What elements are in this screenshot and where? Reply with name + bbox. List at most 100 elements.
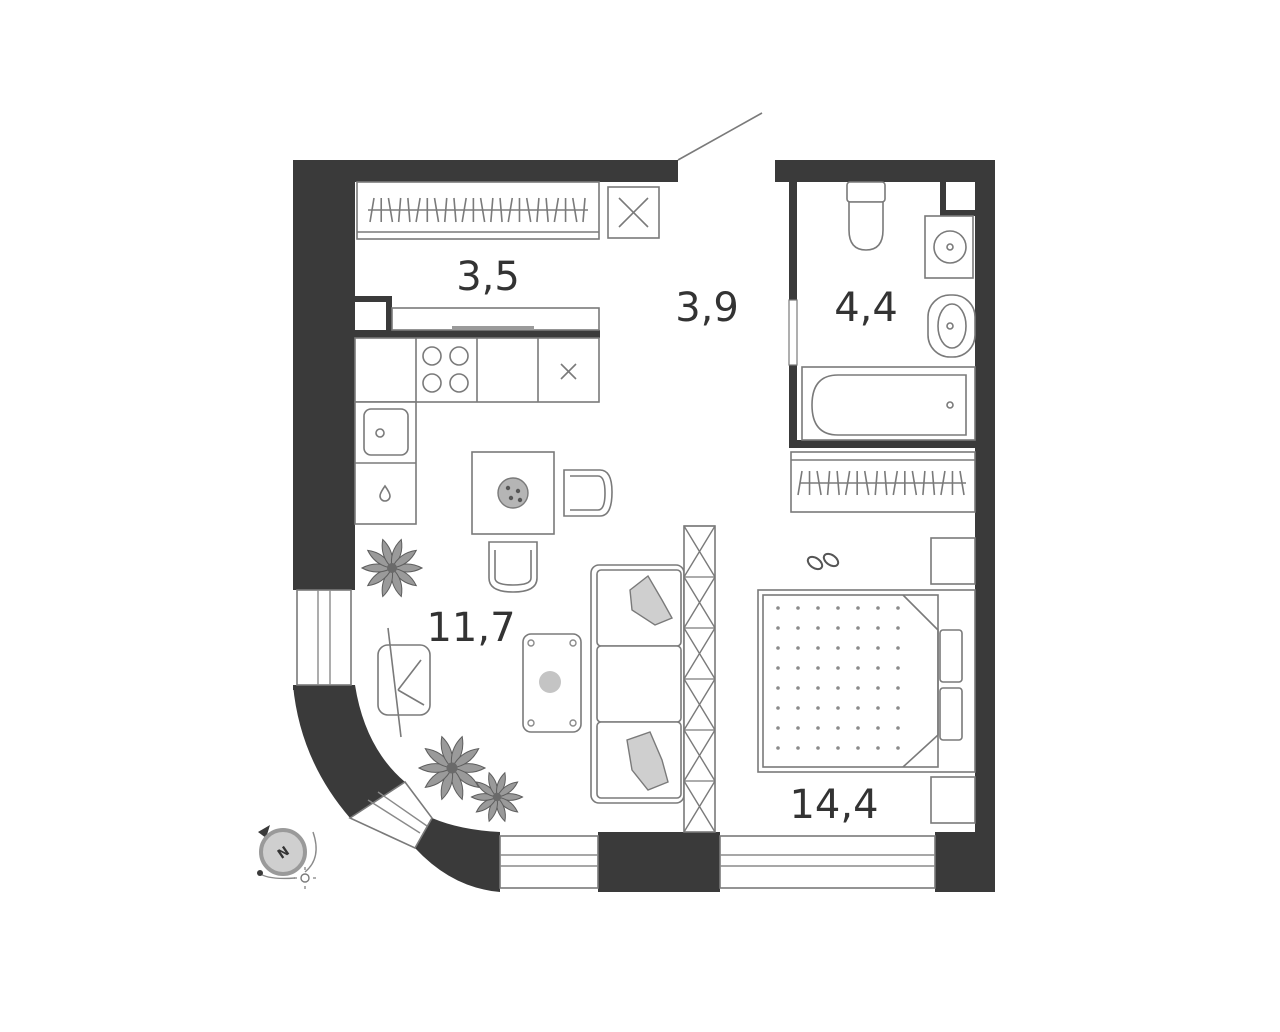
chair	[488, 541, 538, 593]
interior-walls	[355, 178, 975, 448]
leaf-icon	[451, 747, 480, 769]
area-label-kitchen-living: 11,7	[426, 605, 515, 651]
bathtub	[801, 366, 976, 441]
leaf-icon	[496, 781, 519, 798]
hanger-icon	[499, 197, 503, 223]
wall-top-left	[293, 160, 678, 182]
wall-shaft-bottom	[940, 210, 975, 216]
leaf-icon	[391, 549, 418, 569]
hanger-icon	[874, 470, 879, 496]
chair	[563, 469, 613, 517]
shelf-edge	[452, 326, 534, 330]
pillow	[939, 629, 963, 683]
cushion	[626, 731, 669, 791]
hanger-icon	[443, 197, 448, 223]
hanger-icon	[844, 470, 851, 496]
hanger-icon	[892, 470, 899, 496]
hanger-icon	[863, 470, 870, 496]
hanger-icon	[397, 197, 402, 223]
hanger-icon	[461, 197, 467, 223]
burner-icon	[449, 373, 469, 393]
hanger-icon	[836, 470, 840, 496]
compass: N	[257, 825, 317, 889]
hanger-icon	[959, 470, 965, 496]
bathroom-fixtures	[801, 181, 976, 441]
window-bottom-right	[719, 835, 936, 889]
bed	[757, 589, 976, 773]
wall-top-right	[775, 160, 995, 182]
wash-basin	[927, 294, 976, 358]
kitchen-counter	[354, 337, 600, 525]
wall-right	[975, 160, 995, 892]
hanger-icon	[536, 197, 540, 223]
nightstand	[930, 776, 976, 824]
burner-icon	[422, 346, 442, 366]
hanger-icon	[922, 470, 926, 496]
wash-basin-small	[924, 215, 974, 279]
wall-curve-2	[415, 818, 500, 892]
wall-bottom-mid	[598, 832, 720, 892]
hanger-icon	[479, 197, 486, 223]
wall-niche-top	[355, 296, 392, 302]
wall-shaft-side	[940, 178, 946, 216]
bedroom-wardrobe	[790, 451, 976, 513]
area-label-bathroom: 4,4	[834, 285, 898, 331]
wall-left-upper	[293, 160, 355, 590]
kitchen-sink	[363, 408, 409, 456]
hanger-icon	[433, 197, 440, 223]
wall-bath-bottom	[789, 440, 975, 448]
hanger-icon	[883, 470, 888, 496]
hanger-icon	[525, 197, 532, 223]
plate-icon	[497, 477, 529, 509]
hanger-icon	[415, 197, 421, 223]
hanger-icon	[553, 197, 560, 223]
area-label-bedroom: 14,4	[789, 782, 878, 828]
wall-curve-1	[293, 685, 405, 818]
water-drop-icon	[379, 484, 391, 502]
window-left	[296, 589, 352, 686]
burner-icon	[422, 373, 442, 393]
lounge-chair	[377, 627, 431, 738]
hanger-icon	[797, 470, 803, 496]
cushion	[629, 574, 673, 626]
coffee-table	[522, 633, 582, 733]
hanger-icon	[490, 197, 494, 223]
nightstand	[930, 537, 976, 585]
hanger-icon	[571, 197, 578, 223]
hanger-icon	[369, 197, 375, 223]
hanger-icon	[816, 470, 822, 496]
wall-niche-side	[386, 296, 392, 336]
wall-kitchen-top	[355, 330, 600, 338]
plants	[360, 538, 524, 823]
dining-set	[471, 451, 613, 593]
hanger-icon	[407, 197, 411, 223]
slippers	[806, 552, 840, 571]
exterior-walls	[293, 160, 995, 892]
sofa	[590, 564, 685, 804]
bathroom-door	[788, 299, 798, 366]
hanger-icon	[582, 197, 586, 223]
area-label-wardrobe: 3,5	[456, 254, 520, 300]
area-label-hall: 3,9	[675, 285, 739, 331]
compass-dial	[259, 828, 307, 876]
windows	[296, 589, 936, 889]
window-bottom-left	[499, 835, 599, 889]
entrance-door	[677, 112, 763, 161]
hanger-icon	[931, 470, 936, 496]
hanger-icon	[826, 470, 831, 496]
burner-icon	[449, 346, 469, 366]
toilet-tank	[846, 181, 886, 203]
hanger-icon	[387, 197, 394, 223]
wardrobe-top	[356, 181, 660, 240]
hanger-icon	[940, 470, 946, 496]
hanger-icon	[911, 470, 918, 496]
hanger-icon	[545, 197, 549, 223]
wall-bottom-right	[935, 832, 995, 892]
toilet-icon	[848, 201, 884, 251]
hanger-icon	[507, 197, 514, 223]
sun-icon	[300, 873, 310, 883]
hanger-icon	[453, 197, 457, 223]
pillow	[939, 687, 963, 741]
partition-rack	[683, 525, 716, 833]
